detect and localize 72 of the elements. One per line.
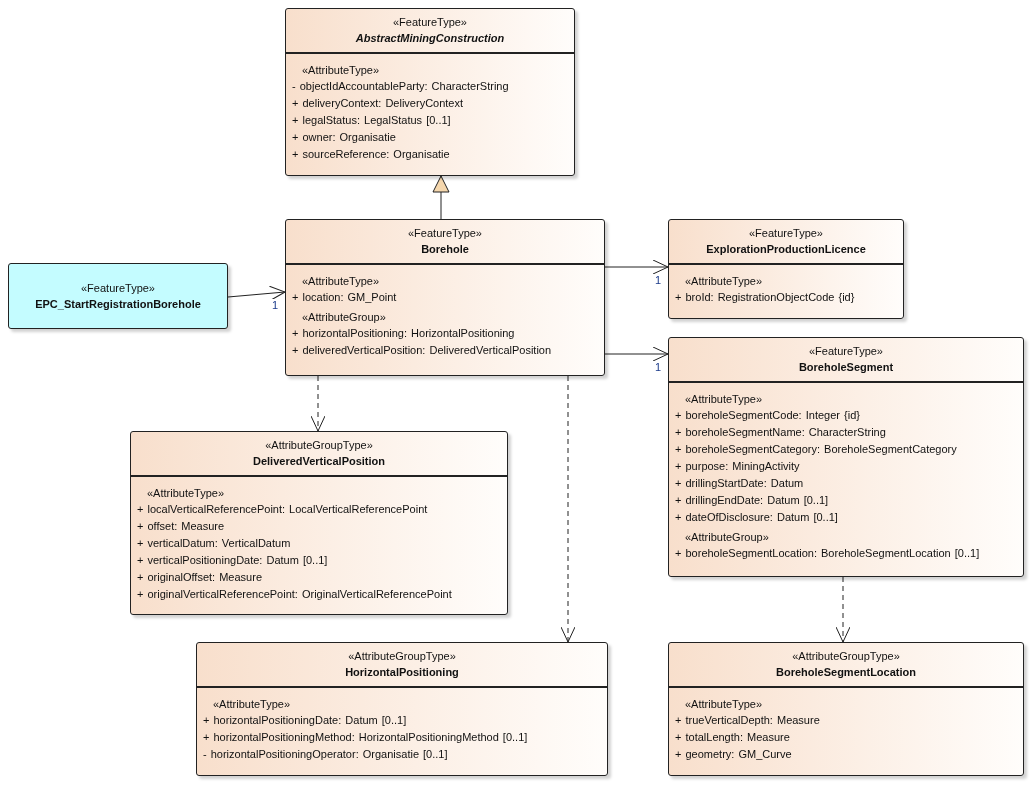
generalization-arrow [432, 175, 450, 220]
attribute-text: + horizontalPositioningDate: Datum [0..1] [202, 713, 408, 728]
class-name: HorizontalPositioning [345, 665, 459, 680]
attribute-text: + drillingEndDate: Datum [0..1] [674, 493, 830, 508]
attribute-text: + verticalDatum: VerticalDatum [136, 536, 292, 551]
attribute-text: + location: GM_Point [291, 290, 398, 305]
class-box [196, 642, 608, 776]
class-box [668, 642, 1024, 776]
class-box [130, 431, 508, 615]
dependency-arrow [560, 375, 576, 643]
stereotype-text: «FeatureType» [749, 226, 823, 241]
stereotype-text: «AttributeGroupType» [792, 649, 900, 664]
attribute-text: - horizontalPositioningOperator: Organisatie [0..1] [202, 747, 449, 762]
class-box [668, 337, 1024, 577]
stereotype-text: «AttributeType» [301, 63, 381, 78]
attribute-text: + trueVerticalDepth: Measure [674, 713, 821, 728]
stereotype-text: «FeatureType» [81, 280, 155, 296]
class-name: DeliveredVerticalPosition [252, 454, 386, 469]
attribute-text: + localVerticalReferencePoint: LocalVerticalReferencePoint [136, 502, 429, 517]
stereotype-text: «AttributeType» [212, 697, 292, 712]
class-box [285, 219, 605, 376]
association-arrow [604, 346, 669, 362]
stereotype-text: «AttributeGroupType» [348, 649, 456, 664]
stereotype-text: «FeatureType» [408, 226, 482, 241]
attribute-text: + offset: Measure [136, 519, 226, 534]
association-arrow [227, 285, 286, 301]
stereotype-text: «AttributeGroup» [301, 310, 387, 325]
class-box [8, 263, 228, 329]
attribute-text: + boreholeSegmentCategory: BoreholeSegmentCategory [674, 442, 958, 457]
stereotype-text: «AttributeType» [684, 392, 764, 407]
class-name: EPC_StartRegistrationBorehole [35, 296, 201, 312]
stereotype-text: «AttributeType» [301, 274, 381, 289]
stereotype-text: «FeatureType» [393, 15, 467, 30]
attribute-text: + boreholeSegmentName: CharacterString [674, 425, 887, 440]
attribute-text: + horizontalPositioningMethod: HorizontalPositioningMethod [0..1] [202, 730, 529, 745]
attribute-text: + originalVerticalReferencePoint: OriginalVerticalReferencePoint [136, 587, 453, 602]
attribute-text: + drillingStartDate: Datum [674, 476, 805, 491]
class-name: BoreholeSegment [798, 360, 894, 375]
multiplicity-label: 1 [654, 274, 663, 287]
attribute-text: + broId: RegistrationObjectCode {id} [674, 290, 856, 305]
attribute-text: + sourceReference: Organisatie [291, 147, 451, 162]
class-name: BoreholeSegmentLocation [776, 665, 916, 680]
attribute-text: + purpose: MiningActivity [674, 459, 801, 474]
stereotype-text: «AttributeType» [146, 486, 226, 501]
class-name: ExplorationProductionLicence [706, 242, 866, 257]
dependency-arrow [310, 375, 326, 432]
attribute-text: + originalOffset: Measure [136, 570, 263, 585]
attribute-text: + deliveredVerticalPosition: DeliveredVerticalPosition [291, 343, 553, 358]
attribute-text: - objectIdAccountableParty: CharacterString [291, 79, 510, 94]
attribute-text: + boreholeSegmentLocation: BoreholeSegmentLocation [0..1] [674, 546, 981, 561]
dependency-arrow [835, 576, 851, 643]
stereotype-text: «AttributeType» [684, 274, 764, 289]
association-arrow [604, 259, 669, 275]
attribute-text: + legalStatus: LegalStatus [0..1] [291, 113, 452, 128]
multiplicity-label: 1 [271, 299, 280, 312]
class-box [668, 219, 904, 319]
stereotype-text: «AttributeType» [684, 697, 764, 712]
class-name: Borehole [421, 242, 469, 257]
attribute-text: + verticalPositioningDate: Datum [0..1] [136, 553, 329, 568]
multiplicity-label: 1 [654, 361, 663, 374]
attribute-text: + geometry: GM_Curve [674, 747, 793, 762]
attribute-text: + owner: Organisatie [291, 130, 397, 145]
class-name: AbstractMiningConstruction [355, 31, 505, 46]
class-box [285, 8, 575, 176]
attribute-text: + horizontalPositioning: HorizontalPositioning [291, 326, 516, 341]
stereotype-text: «FeatureType» [809, 344, 883, 359]
attribute-text: + dateOfDisclosure: Datum [0..1] [674, 510, 839, 525]
stereotype-text: «AttributeGroup» [684, 530, 770, 545]
attribute-text: + totalLength: Measure [674, 730, 791, 745]
attribute-text: + deliveryContext: DeliveryContext [291, 96, 465, 111]
attribute-text: + boreholeSegmentCode: Integer {id} [674, 408, 861, 423]
stereotype-text: «AttributeGroupType» [265, 438, 373, 453]
